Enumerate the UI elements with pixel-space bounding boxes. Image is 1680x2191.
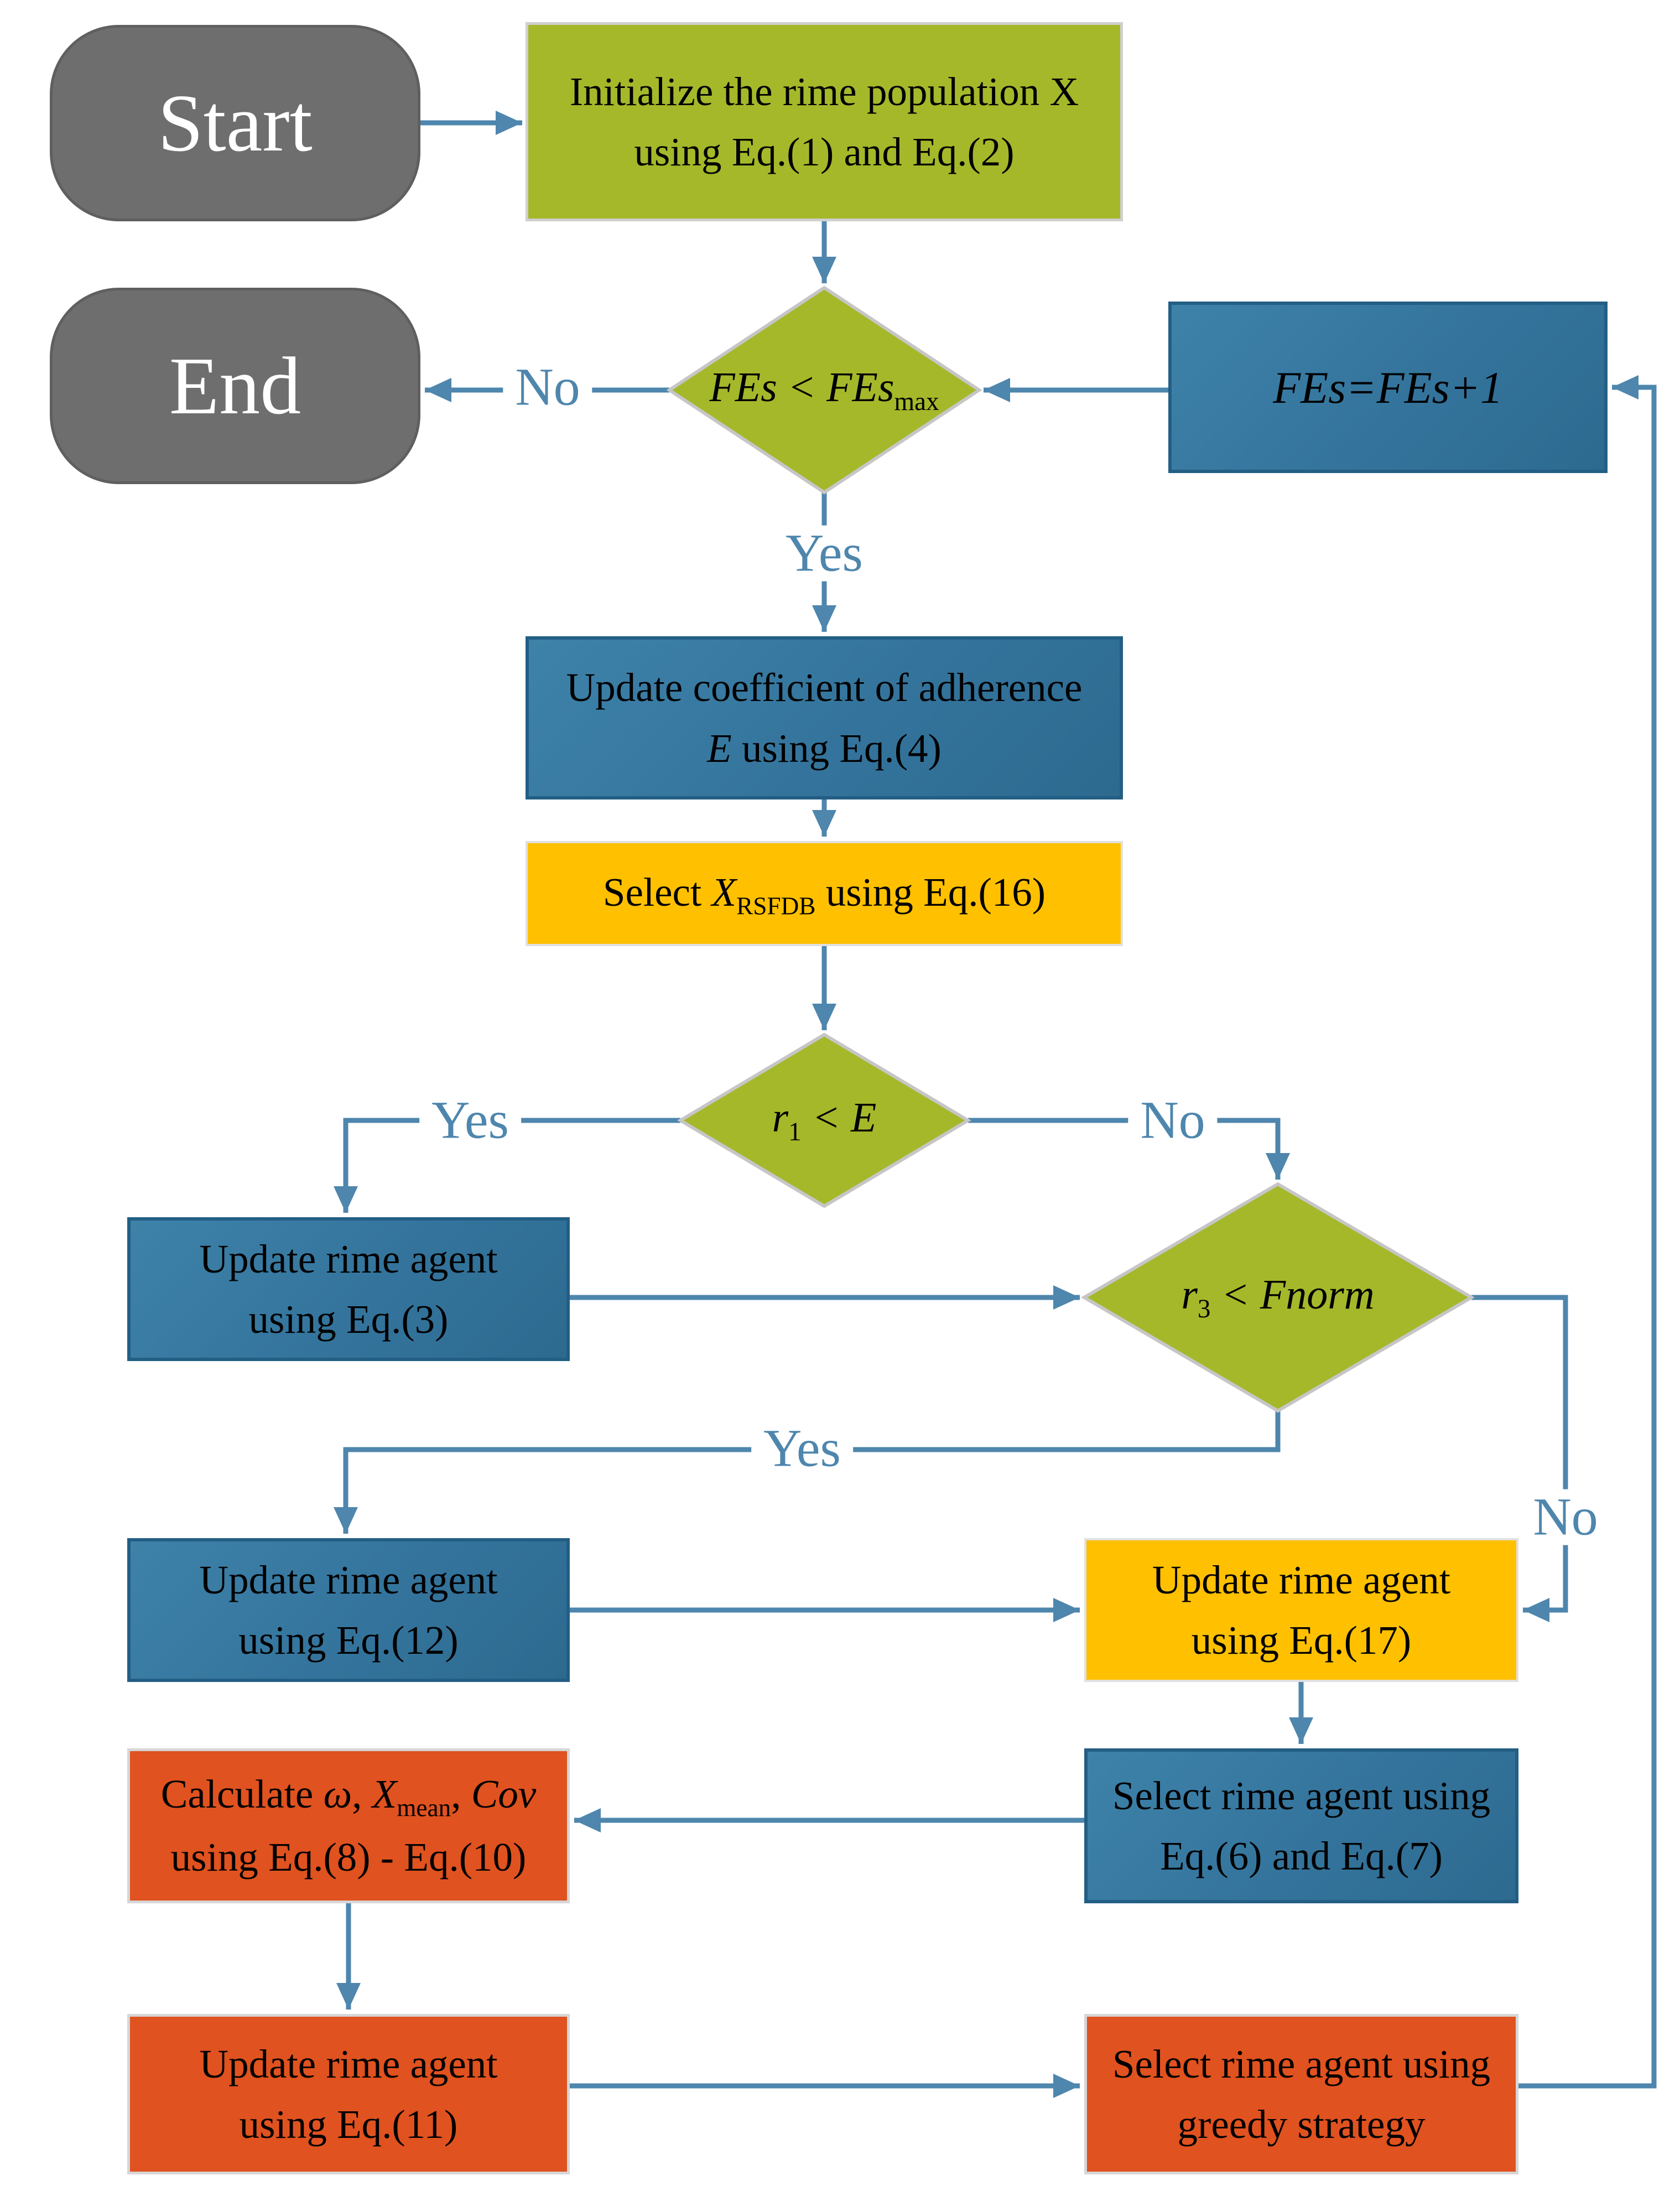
process-update-eq17: Update rime agent using Eq.(17) bbox=[1084, 1538, 1518, 1682]
process-update-eq12-line2: using Eq.(12) bbox=[238, 1618, 459, 1663]
decision-fes-diamond bbox=[666, 285, 982, 495]
process-fes-increment-label: FEs=FEs+1 bbox=[1273, 362, 1503, 413]
process-initialize-line1: Initialize the rime population X bbox=[569, 69, 1079, 114]
process-select-greedy: Select rime agent using greedy strategy bbox=[1084, 2014, 1518, 2174]
process-update-eq17-line2: using Eq.(17) bbox=[1191, 1618, 1412, 1663]
edge-r1check-eq3-yes bbox=[334, 1118, 680, 1213]
edge-label-r3-no: No bbox=[1521, 1489, 1610, 1545]
decision-r3-label: r3 < Fnorm bbox=[1181, 1271, 1375, 1324]
process-update-eq12: Update rime agent using Eq.(12) bbox=[127, 1538, 570, 1682]
process-update-eq12-line1: Update rime agent bbox=[199, 1557, 498, 1602]
edge-label-fes-yes: Yes bbox=[773, 525, 875, 582]
process-initialize-line2: using Eq.(1) and Eq.(2) bbox=[634, 129, 1015, 174]
edge-label-r1-yes: Yes bbox=[419, 1092, 521, 1149]
start-label: Start bbox=[158, 77, 313, 169]
decision-fes-label: FEs < FEsmax bbox=[709, 364, 939, 417]
process-update-eq11-line1: Update rime agent bbox=[199, 2041, 498, 2086]
process-update-adherence: Update coefficient of adherence E using … bbox=[526, 636, 1123, 799]
process-fes-increment: FEs=FEs+1 bbox=[1168, 302, 1608, 473]
process-select-eq67: Select rime agent using Eq.(6) and Eq.(7… bbox=[1084, 1748, 1518, 1903]
process-update-eq3-line2: using Eq.(3) bbox=[248, 1297, 449, 1342]
decision-r1-label: r1 < E bbox=[772, 1094, 877, 1147]
edge-label-r1-no: No bbox=[1128, 1092, 1218, 1149]
edge-r3check-eq17-no bbox=[1471, 1295, 1568, 1622]
process-update-adherence-line1: Update coefficient of adherence bbox=[566, 665, 1083, 710]
process-update-eq17-line1: Update rime agent bbox=[1152, 1557, 1451, 1602]
decision-r1-diamond bbox=[677, 1032, 971, 1208]
process-select-eq67-line2: Eq.(6) and Eq.(7) bbox=[1160, 1834, 1443, 1878]
process-update-eq11-line2: using Eq.(11) bbox=[239, 2102, 458, 2147]
end-label: End bbox=[169, 340, 301, 432]
start-terminal: Start bbox=[50, 25, 420, 221]
process-select-xrsfdb: Select XRSFDB using Eq.(16) bbox=[526, 841, 1123, 946]
process-update-adherence-line2: E using Eq.(4) bbox=[707, 725, 942, 771]
process-select-greedy-line1: Select rime agent using bbox=[1112, 2041, 1491, 2086]
process-calculate-omega-line1: Calculate ω, Xmean, Cov bbox=[160, 1772, 537, 1822]
process-calculate-omega-line2: using Eq.(8) - Eq.(10) bbox=[170, 1835, 527, 1880]
decision-r3-diamond bbox=[1081, 1182, 1475, 1413]
process-select-eq67-line1: Select rime agent using bbox=[1112, 1773, 1491, 1818]
process-update-eq3: Update rime agent using Eq.(3) bbox=[127, 1217, 570, 1361]
process-update-eq3-line1: Update rime agent bbox=[199, 1236, 498, 1281]
process-select-greedy-line2: greedy strategy bbox=[1177, 2102, 1426, 2147]
process-initialize-population: Initialize the rime population X using E… bbox=[526, 22, 1123, 221]
process-update-eq11: Update rime agent using Eq.(11) bbox=[127, 2014, 570, 2174]
process-calculate-omega: Calculate ω, Xmean, Cov using Eq.(8) - E… bbox=[127, 1748, 570, 1903]
edge-label-fes-no: No bbox=[503, 359, 592, 416]
edge-greedy-fesinc-feedback bbox=[1518, 375, 1657, 2089]
process-select-xrsfdb-label: Select XRSFDB using Eq.(16) bbox=[602, 869, 1046, 920]
edge-label-r3-yes: Yes bbox=[751, 1420, 853, 1477]
edge-r1check-r3check-no bbox=[968, 1118, 1290, 1180]
end-terminal: End bbox=[50, 288, 420, 484]
